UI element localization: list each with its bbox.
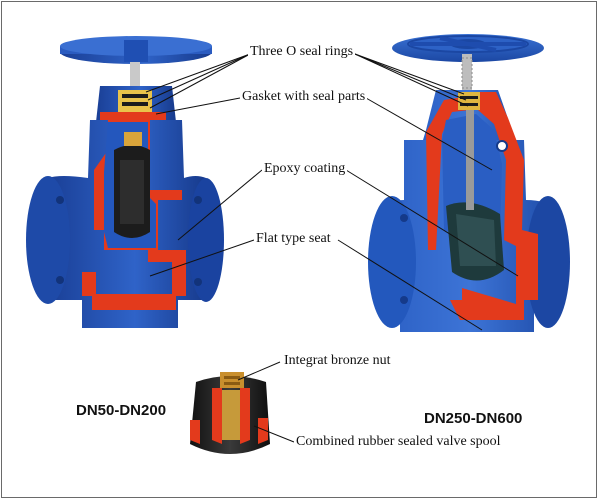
right-inlet-flange <box>368 196 416 328</box>
size-label-right: DN250-DN600 <box>424 410 523 427</box>
spool-cut-section <box>212 388 222 444</box>
left-stem <box>130 62 140 102</box>
spool-bronze-nut <box>220 372 244 388</box>
left-hub <box>124 40 148 62</box>
label-integrat-bronze-nut: Integrat bronze nut <box>282 353 393 369</box>
valve-spool <box>190 372 270 454</box>
right-cut-section <box>450 92 538 320</box>
right-valve <box>368 34 570 332</box>
left-bronze-nut <box>124 132 142 146</box>
label-three-o-seal-rings: Three O seal rings <box>248 44 356 60</box>
label-flat-type-seat: Flat type seat <box>254 231 333 247</box>
right-stem <box>462 54 472 98</box>
label-epoxy-coating: Epoxy coating <box>262 161 348 177</box>
left-inlet-flange <box>26 176 70 304</box>
leader-lines <box>145 53 519 443</box>
left-valve <box>26 36 224 328</box>
label-combined-rubber-sealed-valve-spool: Combined rubber sealed valve spool <box>294 434 503 450</box>
label-gasket-with-seal-parts: Gasket with seal parts <box>240 89 368 105</box>
size-label-left: DN50-DN200 <box>76 402 167 419</box>
